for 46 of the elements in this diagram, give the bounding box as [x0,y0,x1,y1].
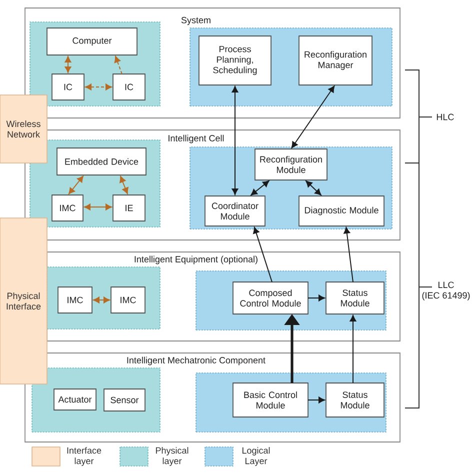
component-box: IMC [58,286,92,314]
arrow [308,396,325,404]
component-box: Basic Control Module [232,382,308,418]
legend-label: Physical layer [156,447,188,466]
interface-box: Wireless Network [0,94,48,164]
component-box: IMC [52,194,84,222]
arrow [344,227,354,282]
arrow [84,204,112,210]
panel-title: Intelligent Equipment (optional) [134,256,258,264]
component-box: Status Module [326,282,384,314]
panel-title: Intelligent Mechatronic Component [127,356,266,366]
component-box: Reconfiguration Manager [298,36,372,86]
arrow [232,86,238,195]
component-box: Composed Control Module [232,282,308,314]
component-box: Embedded Device [56,148,146,176]
arrow [64,56,72,73]
bracket-label: LLC (IEC 61499) [422,282,470,300]
component-box: Status Module [326,382,384,418]
component-box: Computer [46,28,138,56]
arrow [250,180,270,196]
component-box: IE [112,194,146,222]
component-box: Actuator [54,388,96,410]
panel-title: System [181,16,210,26]
arrow [68,176,84,194]
panel-title: Intelligent Cell [168,134,224,144]
arrow [253,227,272,282]
arrow [350,315,356,384]
component-box: Sensor [104,388,146,412]
legend-label: Logical Layer [242,447,270,466]
component-box: IC [52,74,84,100]
dashed-arrow [85,84,112,90]
component-box: Process Planning, Scheduling [198,36,272,86]
arrow [120,176,128,194]
component-box: Coordinator Module [204,196,266,226]
arrow [308,294,325,302]
dashed-arrow [114,56,122,74]
interface-box: Physical Interface [0,218,48,384]
bracket-label: HLC [436,114,454,120]
arrow [291,86,335,148]
component-box: IC [112,74,146,100]
arrow [93,296,110,304]
legend-label: Interface layer [67,447,102,466]
arrow [306,180,322,196]
component-box: Reconfiguration Module [254,148,328,180]
component-box: IMC [110,286,146,314]
component-box: Diagnostic Module [298,196,384,226]
